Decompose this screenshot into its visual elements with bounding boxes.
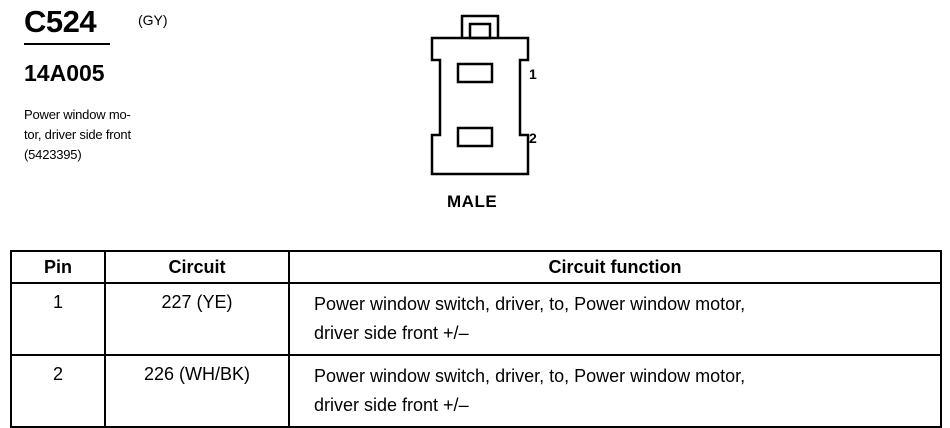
description-line: (5423395) xyxy=(24,147,82,162)
cell-circuit-function: Power window switch, driver, to, Power w… xyxy=(288,354,942,428)
connector-latch-inner xyxy=(468,22,492,40)
connector-id-underline xyxy=(24,43,110,45)
cell-circuit: 226 (WH/BK) xyxy=(104,354,290,428)
connector-description: Power window mo- tor, driver side front … xyxy=(24,105,131,165)
function-line: driver side front +/– xyxy=(314,395,469,415)
connector-id: C524 xyxy=(24,4,97,39)
header-circuit: Circuit xyxy=(104,250,290,284)
cell-circuit: 227 (YE) xyxy=(104,282,290,356)
header-pin: Pin xyxy=(10,250,106,284)
function-line: driver side front +/– xyxy=(314,323,469,343)
function-line: Power window switch, driver, to, Power w… xyxy=(314,294,746,314)
connector-gender: MALE xyxy=(447,192,498,211)
description-line: Power window mo- xyxy=(24,107,131,122)
connector-latch xyxy=(460,14,500,38)
pin-label-1: 1 xyxy=(529,66,537,82)
function-line: Power window switch, driver, to, Power w… xyxy=(314,366,746,386)
table-header-row: Pin Circuit Circuit function xyxy=(10,250,942,284)
pin-cavity-2 xyxy=(456,126,494,148)
connector-housing xyxy=(430,36,530,176)
pin-cavity-1 xyxy=(456,62,494,84)
pin-label-2: 2 xyxy=(529,130,537,146)
cell-pin: 2 xyxy=(10,354,106,428)
table-row: 2 226 (WH/BK) Power window switch, drive… xyxy=(10,354,942,428)
header-circuit-function: Circuit function xyxy=(288,250,942,284)
table-row: 1 227 (YE) Power window switch, driver, … xyxy=(10,282,942,356)
connector-face-diagram xyxy=(430,14,530,176)
description-line: tor, driver side front xyxy=(24,127,131,142)
cell-circuit-function: Power window switch, driver, to, Power w… xyxy=(288,282,942,356)
connector-color: (GY) xyxy=(138,12,168,28)
part-number: 14A005 xyxy=(24,60,105,86)
pin-table: Pin Circuit Circuit function 1 227 (YE) … xyxy=(10,250,942,428)
cell-pin: 1 xyxy=(10,282,106,356)
